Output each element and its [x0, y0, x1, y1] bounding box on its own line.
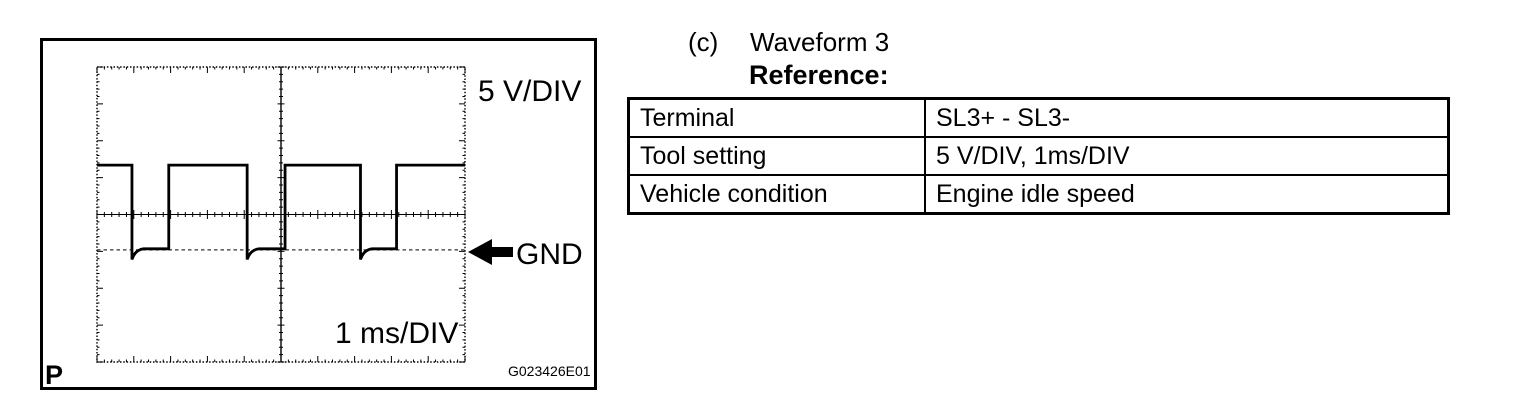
heading-title: Waveform 3	[750, 27, 890, 57]
heading-index: (c)	[688, 27, 719, 57]
row-value: 5 V/DIV, 1ms/DIV	[924, 136, 1450, 176]
table-row: Tool setting 5 V/DIV, 1ms/DIV	[627, 136, 1450, 176]
figure-code: G023426E01	[508, 363, 591, 379]
row-value: SL3+ - SL3-	[924, 97, 1450, 138]
row-label: Terminal	[627, 97, 926, 138]
row-label: Tool setting	[627, 136, 926, 176]
volts-per-div-label: 5 V/DIV	[478, 75, 581, 108]
reference-table: Terminal SL3+ - SL3- Tool setting 5 V/DI…	[627, 97, 1450, 215]
table-row: Vehicle condition Engine idle speed	[627, 174, 1450, 215]
grid-border	[96, 66, 466, 363]
waveform-trace	[97, 163, 465, 260]
table-row: Terminal SL3+ - SL3-	[627, 97, 1450, 138]
waveform-figure-panel: 5 V/DIV GND 1 ms/DIV G023426E01 P	[40, 38, 597, 390]
oscilloscope-display: 5 V/DIV GND 1 ms/DIV G023426E01 P	[45, 66, 591, 387]
row-label: Vehicle condition	[627, 174, 926, 215]
heading-subtitle: Reference:	[749, 60, 889, 90]
gnd-label: GND	[516, 238, 583, 271]
gnd-arrow-icon	[468, 239, 513, 265]
grid-edge-ticks	[96, 66, 466, 363]
row-value: Engine idle speed	[924, 174, 1450, 215]
time-per-div-label: 1 ms/DIV	[335, 317, 458, 350]
corner-mark: P	[45, 360, 63, 387]
